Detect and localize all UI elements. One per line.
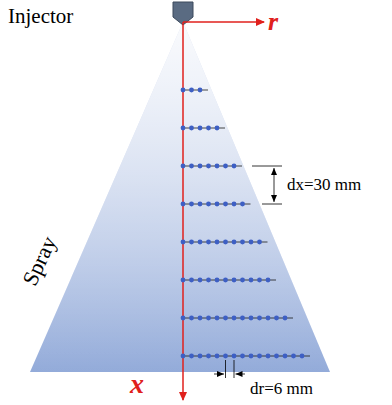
measurement-point: [266, 354, 271, 359]
measurement-point: [215, 126, 220, 131]
measurement-point: [223, 164, 228, 169]
row-line: [183, 280, 276, 281]
measurement-point: [223, 354, 228, 359]
measurement-point: [181, 316, 186, 321]
measurement-point: [181, 240, 186, 245]
measurement-point: [215, 354, 220, 359]
measurement-point: [283, 316, 288, 321]
dx-dimension-label: dx=30 mm: [287, 176, 361, 193]
measurement-point: [257, 316, 262, 321]
measurement-point: [257, 354, 262, 359]
measurement-point: [206, 240, 211, 245]
measurement-point: [266, 278, 271, 283]
measurement-point: [206, 278, 211, 283]
measurement-point: [198, 354, 203, 359]
measurement-point: [283, 354, 288, 359]
measurement-point: [249, 354, 254, 359]
measurement-point: [206, 316, 211, 321]
measurement-point: [198, 278, 203, 283]
measurement-point: [232, 240, 237, 245]
measurement-point: [257, 240, 262, 245]
measurement-point: [257, 278, 262, 283]
measurement-point: [215, 316, 220, 321]
measurement-point: [291, 354, 296, 359]
measurement-point: [215, 164, 220, 169]
measurement-point: [189, 354, 194, 359]
measurement-point: [206, 164, 211, 169]
r-axis-label: r: [268, 9, 278, 35]
measurement-point: [274, 354, 279, 359]
measurement-point: [249, 278, 254, 283]
measurement-point: [223, 278, 228, 283]
measurement-point: [232, 164, 237, 169]
measurement-point: [223, 202, 228, 207]
measurement-point: [198, 240, 203, 245]
measurement-point: [189, 88, 194, 93]
measurement-point: [198, 126, 203, 131]
r-axis: [183, 21, 264, 23]
measurement-point: [198, 164, 203, 169]
measurement-point: [206, 202, 211, 207]
measurement-rows: [181, 88, 310, 359]
row-line: [183, 90, 208, 91]
measurement-point: [232, 354, 237, 359]
measurement-point: [232, 316, 237, 321]
injector-label: Injector: [8, 6, 73, 27]
measurement-point: [215, 240, 220, 245]
measurement-point: [240, 202, 245, 207]
measurement-point: [215, 278, 220, 283]
measurement-point: [206, 126, 211, 131]
measurement-point: [240, 240, 245, 245]
measurement-point: [189, 126, 194, 131]
measurement-point: [189, 202, 194, 207]
measurement-point: [189, 316, 194, 321]
measurement-point: [232, 278, 237, 283]
x-axis: [182, 22, 184, 400]
measurement-point: [181, 126, 186, 131]
measurement-point: [181, 278, 186, 283]
measurement-point: [215, 202, 220, 207]
measurement-point: [198, 202, 203, 207]
measurement-point: [198, 88, 203, 93]
measurement-point: [274, 316, 279, 321]
measurement-point: [232, 202, 237, 207]
dr-dimension-label: dr=6 mm: [250, 380, 313, 397]
measurement-point: [249, 316, 254, 321]
measurement-point: [181, 164, 186, 169]
dx-dimension: [252, 166, 282, 204]
x-axis-label: x: [130, 370, 144, 398]
dr-dimension: [214, 360, 245, 378]
measurement-point: [206, 354, 211, 359]
measurement-point: [189, 164, 194, 169]
measurement-point: [240, 278, 245, 283]
measurement-point: [181, 202, 186, 207]
measurement-point: [223, 240, 228, 245]
measurement-point: [249, 240, 254, 245]
measurement-point: [189, 278, 194, 283]
spray-cone: [30, 22, 330, 372]
measurement-point: [266, 316, 271, 321]
measurement-point: [181, 88, 186, 93]
spray-label: Spray: [19, 233, 61, 289]
measurement-point: [223, 316, 228, 321]
measurement-point: [198, 316, 203, 321]
measurement-point: [181, 354, 186, 359]
spray-fade: [30, 22, 330, 372]
measurement-point: [189, 240, 194, 245]
measurement-point: [240, 316, 245, 321]
measurement-point: [240, 354, 245, 359]
measurement-point: [300, 354, 305, 359]
